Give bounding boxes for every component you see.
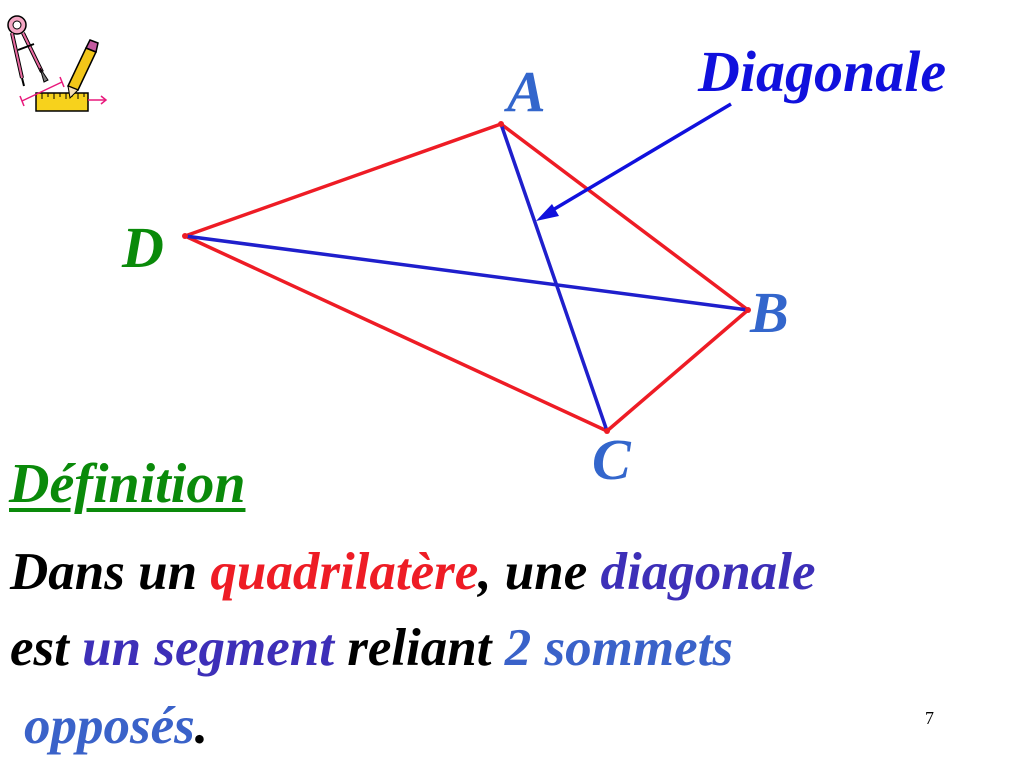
- definition-run: un segment: [82, 619, 334, 677]
- definition-line-2: est un segment reliant 2 sommets: [10, 618, 733, 678]
- definition-line-3: opposés.: [24, 696, 208, 756]
- geometry-tools-icon: [7, 15, 108, 112]
- definition-run: quadrilatère: [210, 543, 479, 601]
- vertex-label-b: B: [749, 280, 789, 345]
- page-number: 7: [925, 708, 934, 728]
- definition-run: diagonale: [600, 543, 816, 601]
- vertex-points: [182, 121, 751, 434]
- definition-run: est: [10, 619, 83, 677]
- definition-run: , une: [478, 543, 601, 601]
- diagonal-bd: [183, 234, 750, 312]
- side-bc: [605, 308, 750, 433]
- definition-run: reliant: [333, 619, 505, 677]
- definition-run: opposés: [24, 697, 195, 755]
- definition-line-1: Dans un quadrilatère, une diagonale: [10, 542, 815, 602]
- vertex-label-a: A: [504, 59, 546, 124]
- side-ab: [499, 122, 750, 312]
- side-da: [183, 122, 503, 238]
- definition-run: .: [194, 697, 209, 755]
- definition-run: Dans un: [10, 543, 211, 601]
- vertex-label-c: C: [592, 427, 632, 492]
- quadrilateral-sides: [183, 122, 750, 433]
- vertex-label-d: D: [121, 215, 164, 280]
- quadrilateral-diagonals: [183, 122, 750, 433]
- diagonal-callout-label: Diagonale: [697, 39, 946, 104]
- vertex-point-a: [498, 121, 504, 127]
- side-cd: [183, 234, 609, 433]
- vertex-point-d: [182, 233, 188, 239]
- definition-heading: Définition: [9, 453, 246, 515]
- vertex-point-b: [745, 307, 751, 313]
- vertex-point-c: [604, 428, 610, 434]
- diagonal-ac: [499, 122, 609, 433]
- definition-run: 2 sommets: [504, 619, 733, 677]
- diagonal-callout-arrow: [536, 102, 732, 221]
